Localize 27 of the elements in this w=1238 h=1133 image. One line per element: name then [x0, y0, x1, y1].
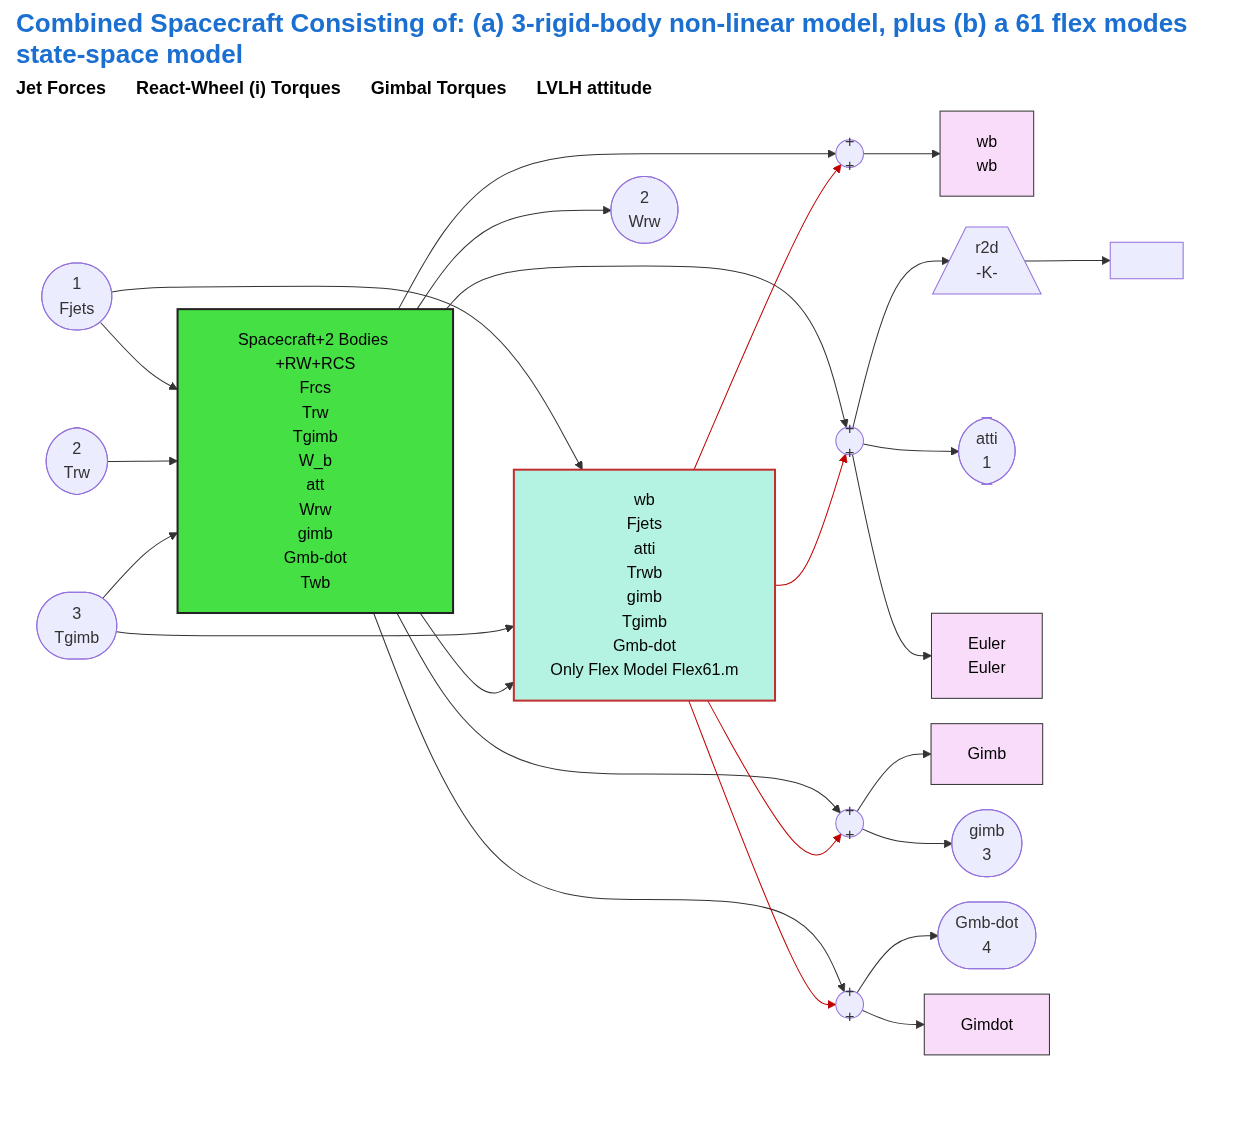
arrow: [102, 532, 178, 599]
annotation-text: Gimbal Torques: [370, 78, 507, 99]
node-box: wb wb: [939, 110, 1035, 197]
node-box: Euler Euler: [930, 612, 1043, 699]
arrow: [107, 456, 178, 466]
node-box: wb Fjets atti Trwb gimb Tgimb Gmb-dot Only Flex Model Flex61.m: [512, 468, 777, 702]
annotation-text: Jet Forces: [16, 78, 107, 99]
node-box: Spacecraft+2 Bodies +RW+RCS Frcs Trw Tgimb W_b att Wrw gimb Gmb-dot Twb: [176, 308, 455, 615]
node-box: Gimdot: [923, 993, 1050, 1056]
arrow: [445, 265, 849, 428]
diagram-title: Combined Spacecraft Consisting of: (a) 3-rigid-body non-linear model, plus (b) a 61 flex modes state-space model: [16, 8, 1189, 70]
arrow: [863, 149, 941, 159]
node-box: Gimb: [930, 723, 1044, 785]
node-circle: + +: [835, 426, 864, 456]
arrow: [100, 321, 178, 390]
arrow: [851, 453, 932, 661]
arrow: [707, 700, 842, 856]
node-box: [1109, 241, 1184, 280]
arrow: [1024, 256, 1111, 265]
arrow: [861, 1009, 925, 1029]
annotation-text: LVLH attitude: [536, 78, 653, 99]
node-circle: + +: [835, 139, 864, 168]
node-circle: + +: [835, 808, 864, 838]
arrow: [852, 256, 951, 428]
arrow: [856, 749, 932, 813]
arrow: [416, 205, 612, 310]
annotation-text: React-Wheel (i) Torques: [136, 78, 341, 99]
